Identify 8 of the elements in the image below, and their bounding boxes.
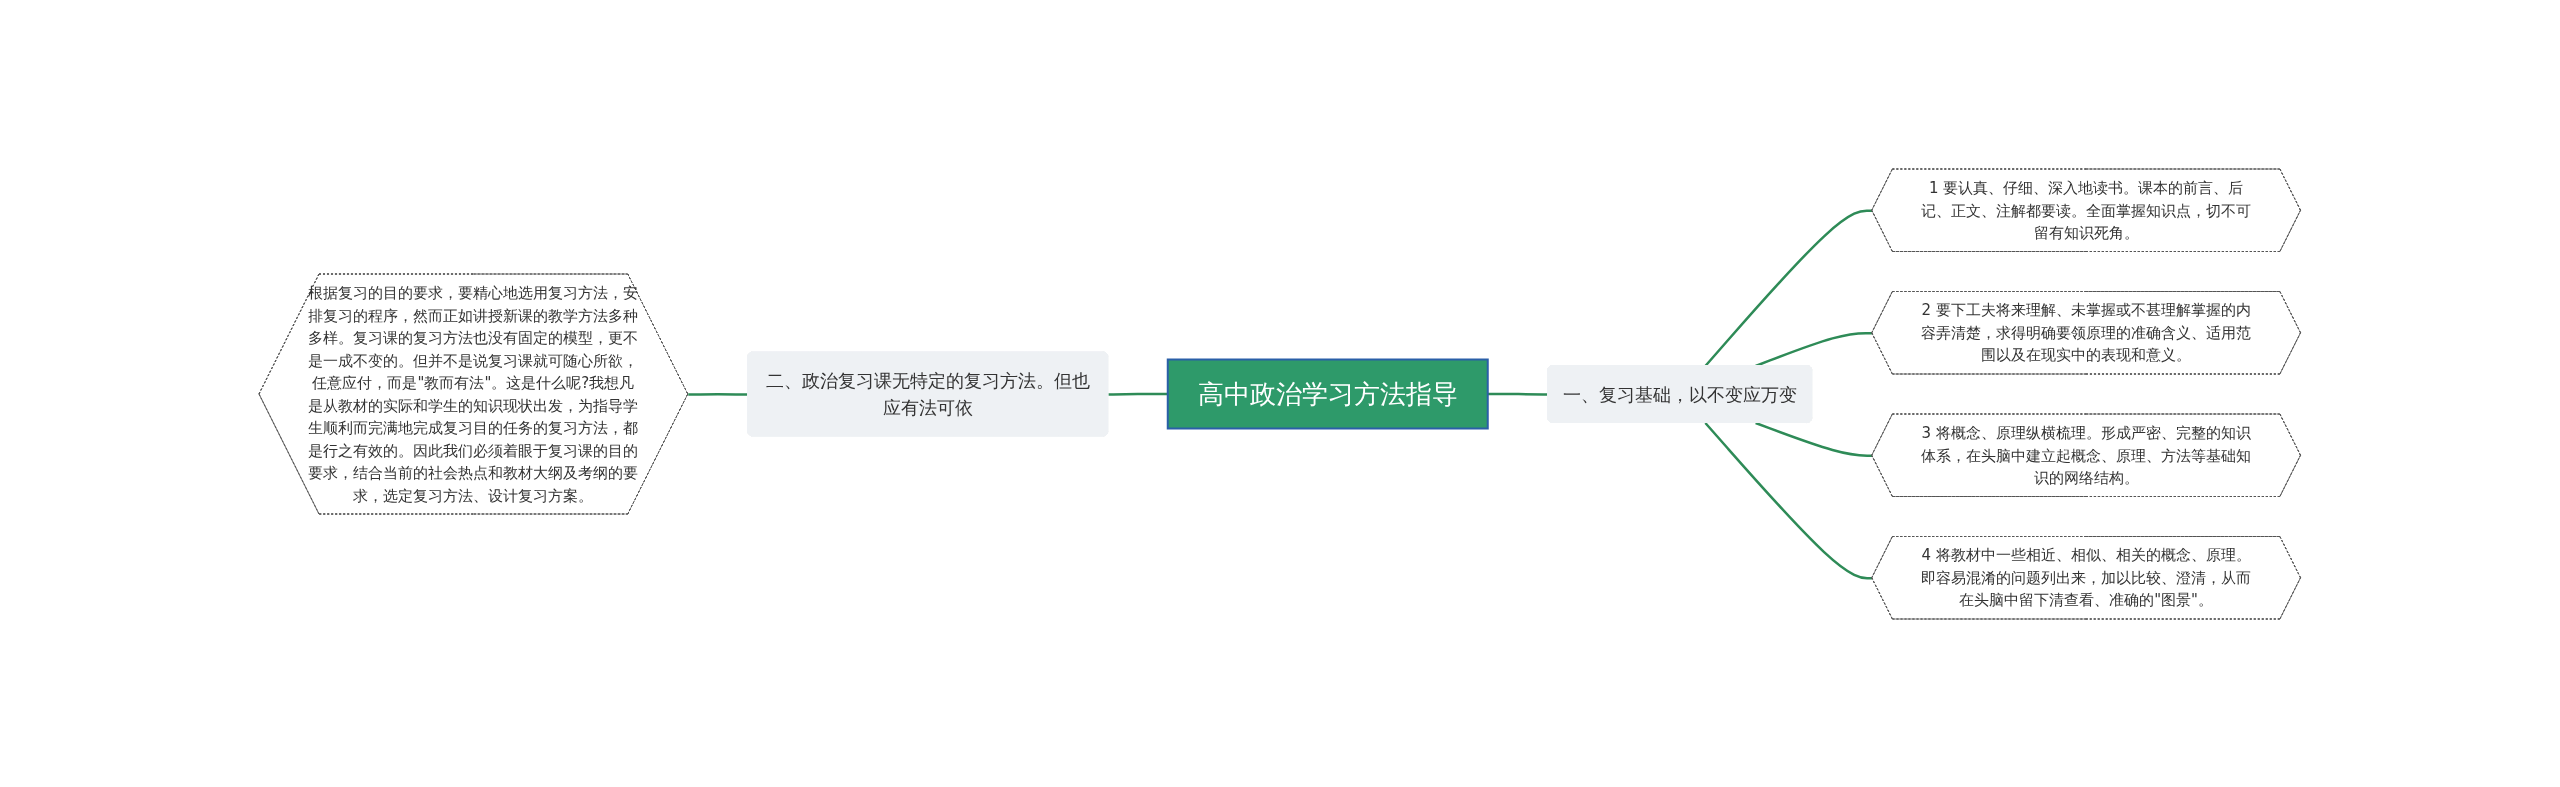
node-box: 高中政治学习方法指导 bbox=[1167, 358, 1489, 429]
connector bbox=[1108, 392, 1168, 396]
connector bbox=[1488, 392, 1549, 396]
connector bbox=[688, 392, 749, 396]
connector bbox=[1755, 421, 1873, 457]
connector bbox=[1704, 421, 1873, 579]
connector bbox=[1704, 208, 1873, 367]
connector bbox=[1755, 331, 1873, 367]
